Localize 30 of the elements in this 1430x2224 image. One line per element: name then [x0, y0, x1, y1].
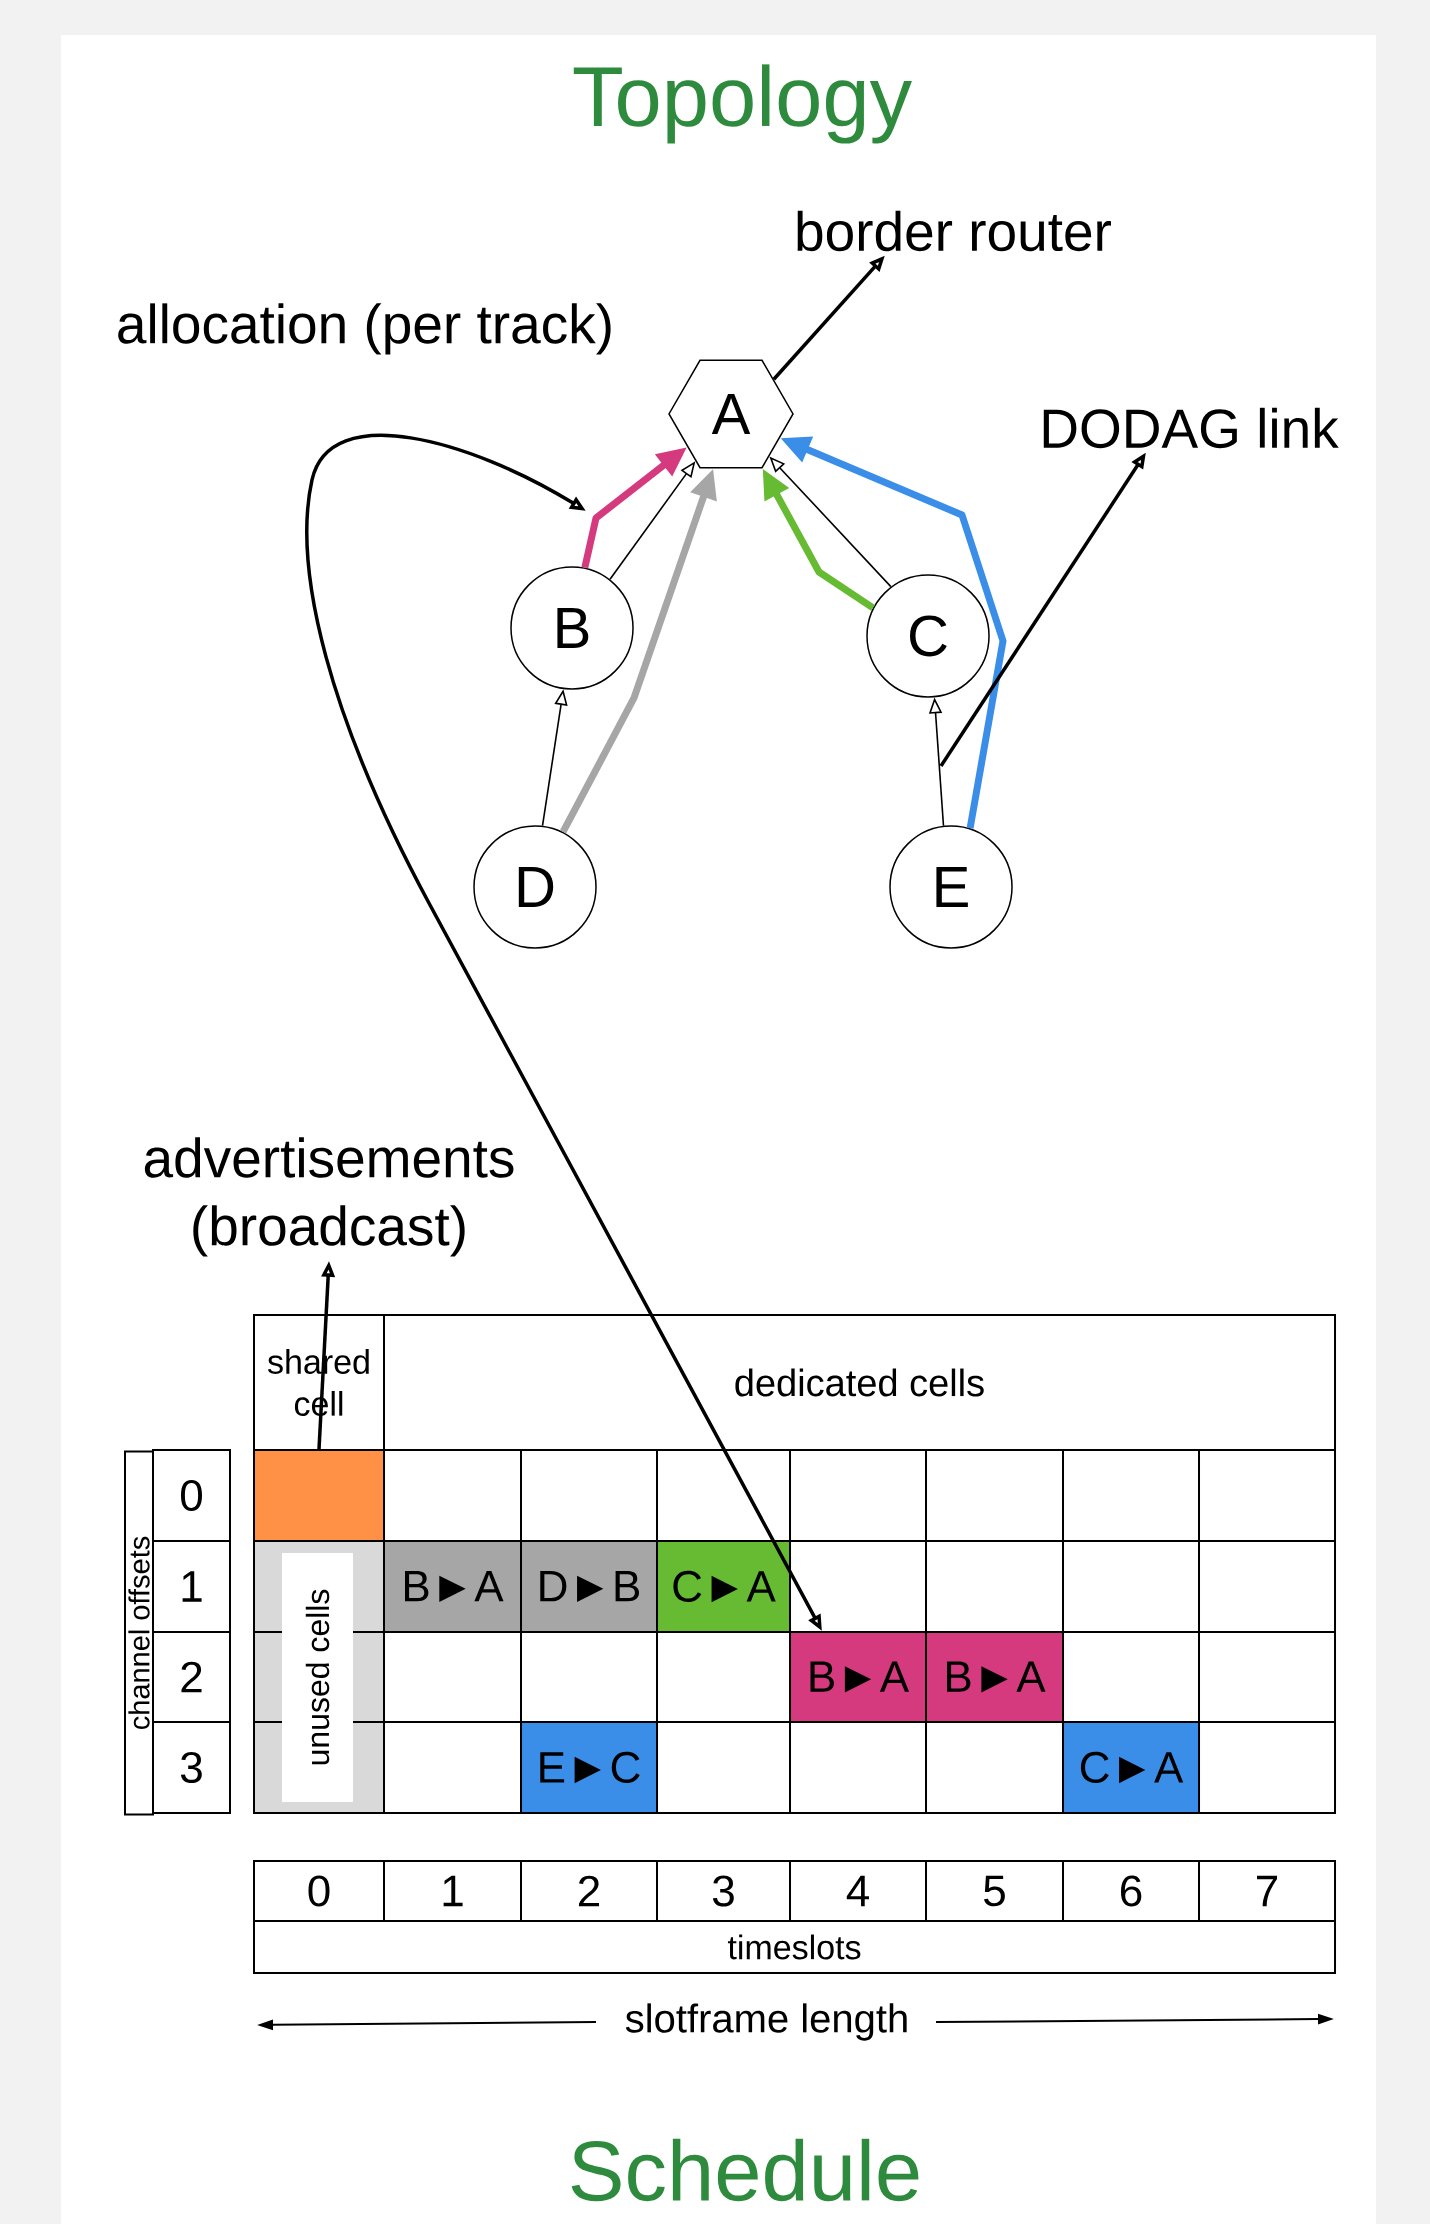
- dimension-label: slotframe length: [625, 2003, 907, 2041]
- timeslot-cell: 3: [656, 1860, 791, 1922]
- timeslot-cell: 5: [925, 1860, 1064, 1922]
- shared-cell: [253, 1449, 385, 1542]
- row-label-cell: 0: [152, 1449, 231, 1542]
- timeslot-cell: 2: [520, 1860, 658, 1922]
- row-label-cell: 2: [152, 1631, 231, 1723]
- caption: Schedule: [571, 2138, 919, 2202]
- callout-text: DODAG link: [1043, 407, 1339, 449]
- schedule-cell: E►C: [520, 1721, 658, 1814]
- schedule-cell: B►A: [383, 1540, 522, 1633]
- row-label-cell: 3: [152, 1721, 231, 1814]
- title: Topology: [573, 64, 912, 144]
- timeslot-cell: 1: [383, 1860, 522, 1922]
- callout-text: advertisements (broadcast): [144, 1137, 514, 1257]
- timeslot-cell: 0: [253, 1860, 385, 1922]
- row-label-cell: 1: [152, 1540, 231, 1633]
- callout-text: allocation (per track): [118, 303, 611, 355]
- axis-label-box: channel offsets: [124, 1450, 154, 1816]
- unused-cells-box: unused cells: [282, 1553, 353, 1802]
- schedule-cell: D►B: [520, 1540, 658, 1633]
- schedule-cell: C►A: [656, 1540, 791, 1633]
- schedule-cell: C►A: [1062, 1721, 1200, 1814]
- callout-text: border router: [797, 210, 1111, 252]
- timeslot-cell: 4: [789, 1860, 927, 1922]
- timeslot-cell: 7: [1198, 1860, 1336, 1922]
- hexagon-node: A: [668, 359, 794, 469]
- schedule-cell: B►A: [789, 1631, 927, 1723]
- timeslot-cell: 6: [1062, 1860, 1200, 1922]
- schedule-cell: B►A: [925, 1631, 1064, 1723]
